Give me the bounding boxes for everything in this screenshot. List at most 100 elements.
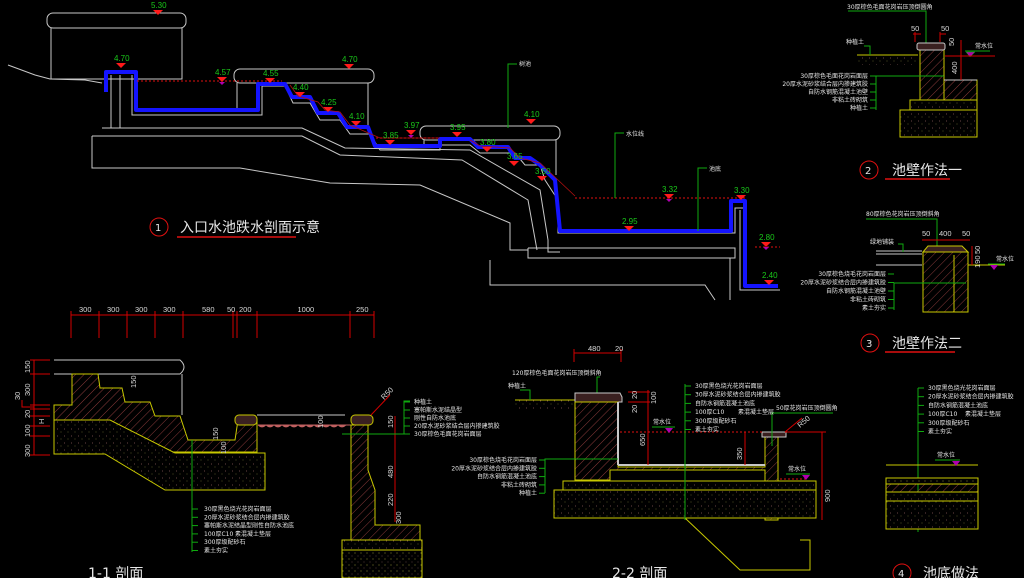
foundation-outline bbox=[527, 247, 736, 259]
layer-note: 30厚棕色烧毛花岗岩面层 bbox=[469, 456, 537, 464]
elevation-label: 4.70 bbox=[114, 54, 130, 63]
leader-soil bbox=[520, 389, 531, 400]
water-level-marker-icon bbox=[666, 199, 672, 202]
coping-stone bbox=[916, 42, 946, 51]
dim-400: 400 bbox=[939, 229, 952, 238]
layer-note: 20厚水泥砂浆结合层内掺建筑胶 bbox=[414, 422, 500, 430]
top-dimension: 300 bbox=[163, 305, 176, 314]
layer-note: 素混凝土垫层 bbox=[235, 530, 271, 538]
section-1-title: 入口水池跌水剖面示意 bbox=[180, 219, 320, 236]
elevation-label: 2.95 bbox=[622, 217, 638, 226]
elevation-label: 4.55 bbox=[263, 69, 279, 78]
layer-note: 300厚级配砂石 bbox=[695, 417, 736, 425]
elevation-marker-icon bbox=[406, 130, 416, 135]
layer-note: 自防水钢筋混凝土池底 bbox=[477, 473, 537, 481]
section-2-title: 池壁作法一 bbox=[892, 163, 962, 179]
section-4-number-circle bbox=[892, 563, 912, 578]
section-3-layer-notes: 30厚棕色烧毛花岗岩面层20厚水泥砂浆结合层内掺建筑胶自防水钢筋混凝土池壁非粘土… bbox=[800, 270, 894, 312]
elevation-label: 2.40 bbox=[762, 271, 778, 280]
layer-note: 300厚级配砂石 bbox=[204, 538, 245, 546]
layer-note: 非粘土砖砌筑 bbox=[501, 481, 537, 489]
section-2-2-dim-20-a: 20 bbox=[630, 391, 639, 399]
top-dimension: 200 bbox=[239, 305, 252, 314]
layer-note: 30厚棕色毛面花岗岩面层 bbox=[414, 430, 482, 438]
layer-note: 100厚C10 bbox=[695, 409, 724, 416]
left-dimension: 300 bbox=[23, 383, 32, 396]
section-2-2-wall-layer-notes: 30厚棕色烧毛花岗岩面层20厚水泥砂浆结合层内掺建筑胶自防水钢筋混凝土池底非粘土… bbox=[451, 456, 545, 497]
layer-note: 自防水钢筋混凝土池底 bbox=[928, 401, 988, 409]
top-dimension: 1000 bbox=[298, 305, 315, 314]
layer-note: 20厚水泥砂浆结合层内掺建筑胶 bbox=[800, 279, 886, 287]
inner-dimension: 220 bbox=[386, 493, 395, 506]
layer-note: 30厚棕色毛面花岗岩面层 bbox=[800, 72, 868, 80]
elevation-marker-icon bbox=[624, 226, 634, 231]
layer-note: 非粘土砖砌筑 bbox=[850, 296, 886, 304]
label-pool: 树池 bbox=[519, 60, 531, 68]
coping-stone bbox=[234, 414, 258, 426]
left-dimension: H bbox=[37, 419, 46, 424]
layer-note: 30厚黑色烧光花岗岩面层 bbox=[928, 384, 996, 392]
radius-leader bbox=[784, 417, 803, 433]
dim-400-vertical: 400 bbox=[950, 61, 959, 74]
dim-50-right: 50 bbox=[941, 24, 949, 33]
section-4-layer-notes: 30厚黑色烧光花岗岩面层20厚水泥砂浆结合层内掺建筑胶自防水钢筋混凝土池底100… bbox=[918, 384, 1014, 436]
section-3-top-note: 80厚棕色花岗岩压顶倒斜角 bbox=[866, 210, 940, 218]
elevation-label: 4.40 bbox=[293, 83, 309, 92]
layer-note: 种植土 bbox=[519, 489, 537, 497]
left-dimension: 150 bbox=[23, 360, 32, 373]
foundation-layer bbox=[53, 419, 266, 491]
layer-note: 塞帕斯水泥结晶型 bbox=[414, 406, 462, 414]
coping-stone bbox=[350, 414, 374, 426]
top-dimension: 250 bbox=[356, 305, 369, 314]
elevation-marker-icon bbox=[526, 119, 536, 124]
elevation-label: 2.80 bbox=[759, 233, 775, 242]
section-2-2-bottom-layer-notes: 30厚黑色烧光花岗岩面层30厚水泥砂浆结合层内掺建筑胶自防水钢筋混凝土池底100… bbox=[685, 382, 781, 434]
lower-coping bbox=[419, 125, 561, 141]
leader-top-note bbox=[866, 218, 938, 248]
elevation-marker-icon bbox=[664, 194, 674, 199]
foundation-outline bbox=[489, 260, 716, 301]
layer-note: 30厚棕色烧毛花岗岩面层 bbox=[818, 270, 886, 278]
elevation-marker-icon bbox=[116, 63, 126, 68]
elevation-marker-icon bbox=[482, 147, 492, 152]
layer-note: 素土夯实 bbox=[695, 426, 719, 434]
section-1-number: 1 bbox=[155, 223, 161, 234]
wall-body bbox=[574, 401, 779, 521]
elevation-marker-icon bbox=[153, 10, 163, 15]
section-1-1-right-notes: 种植土塞帕斯水泥结晶型刚性自防水池底20厚水泥砂浆结合层内掺建筑胶30厚棕色毛面… bbox=[404, 398, 500, 438]
foundation-outline bbox=[92, 135, 538, 251]
section-2-2-top-note: 120厚棕色毛面花岗岩压顶倒斜角 bbox=[512, 369, 601, 377]
layer-note: 自防水钢筋混凝土池壁 bbox=[826, 287, 886, 295]
dim-50-vertical: 50 bbox=[947, 38, 956, 46]
layer-note: 100厚C10 bbox=[204, 531, 233, 538]
leader-water-line bbox=[614, 132, 624, 198]
water-level-icon bbox=[990, 265, 998, 270]
layer-note: 素混凝土垫层 bbox=[738, 408, 774, 416]
coping-outline bbox=[54, 359, 185, 375]
middle-coping bbox=[233, 68, 375, 84]
elevation-marker-icon bbox=[764, 280, 774, 285]
top-coping bbox=[46, 12, 187, 29]
layer-note: 素混凝土垫层 bbox=[965, 410, 1001, 418]
coping-stone bbox=[761, 431, 787, 438]
elevation-marker-icon bbox=[351, 121, 361, 126]
label-pool-bottom: 池底 bbox=[709, 165, 721, 173]
elevation-marker-icon bbox=[537, 176, 547, 181]
section-2-2-dim-900: 900 bbox=[823, 489, 832, 502]
elevation-label: 3.32 bbox=[662, 185, 678, 194]
section-2-top-note: 30厚棕色毛面花岗岩压顶倒圆角 bbox=[847, 3, 933, 11]
elevation-label: 5.30 bbox=[151, 1, 167, 10]
left-dimension: 100 bbox=[23, 424, 32, 437]
layer-note: 非粘土砖砌筑 bbox=[832, 96, 868, 104]
water-level-icon bbox=[665, 428, 673, 433]
pool-floor bbox=[943, 79, 978, 101]
leader-right-note bbox=[771, 412, 833, 446]
water-level-icon bbox=[965, 51, 976, 58]
top-dimension: 300 bbox=[135, 305, 148, 314]
layer-note: 素土夯实 bbox=[204, 547, 228, 555]
elevation-marker-icon bbox=[217, 77, 227, 82]
section-2-number: 2 bbox=[865, 166, 871, 177]
leader-soil bbox=[864, 45, 871, 55]
section-4-number: 4 bbox=[898, 569, 904, 578]
elevation-marker-icon bbox=[761, 242, 771, 247]
